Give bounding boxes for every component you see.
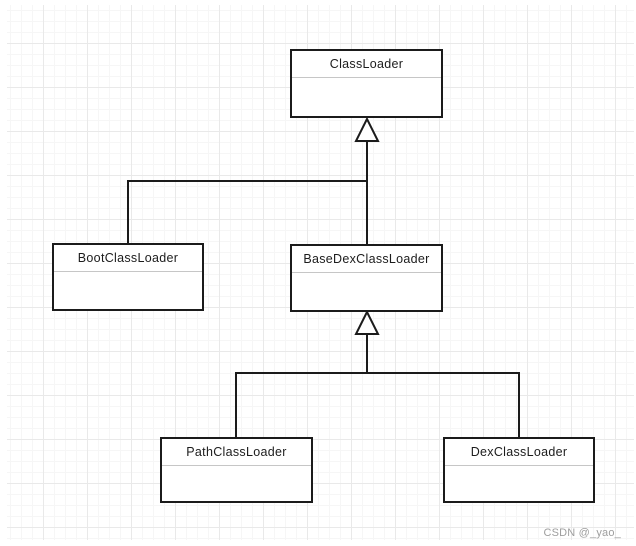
class-box-bootclassloader: BootClassLoader [52, 243, 204, 311]
connector-bootclassloader-to-classloader [127, 180, 367, 243]
class-name-basedexclassloader: BaseDexClassLoader [292, 246, 441, 273]
connector-pathclassloader-dexclassloader-to-basedexclassloader [235, 372, 520, 437]
class-name-pathclassloader: PathClassLoader [162, 439, 311, 466]
class-body-bootclassloader [54, 272, 202, 309]
generalization-arrow-icon [354, 309, 380, 335]
class-box-pathclassloader: PathClassLoader [160, 437, 313, 503]
class-name-dexclassloader: DexClassLoader [445, 439, 593, 466]
class-box-classloader: ClassLoader [290, 49, 443, 118]
class-body-dexclassloader [445, 466, 593, 501]
class-name-bootclassloader: BootClassLoader [54, 245, 202, 272]
csdn-watermark: CSDN @_yao_ [543, 527, 621, 539]
generalization-arrow-icon [354, 116, 380, 142]
class-body-pathclassloader [162, 466, 311, 501]
class-box-dexclassloader: DexClassLoader [443, 437, 595, 503]
class-name-classloader: ClassLoader [292, 51, 441, 78]
class-body-classloader [292, 78, 441, 116]
class-box-basedexclassloader: BaseDexClassLoader [290, 244, 443, 312]
class-body-basedexclassloader [292, 273, 441, 310]
